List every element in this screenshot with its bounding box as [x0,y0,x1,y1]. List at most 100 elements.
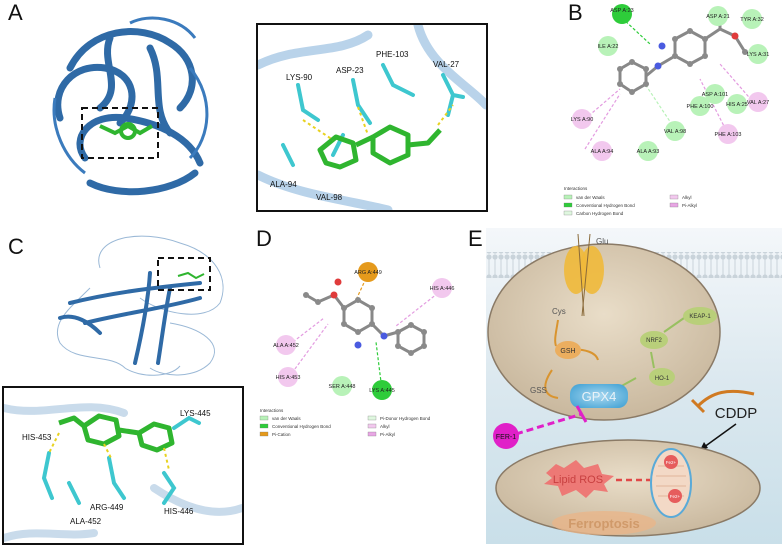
residue-node [432,278,452,298]
keap1-node [683,307,717,325]
cys-label: Cys [552,307,566,316]
residue-label: LYS-445 [180,409,211,418]
residue-node-label: ALA A:93 [637,149,660,155]
nrf2-node [640,331,668,349]
residue-node [748,92,768,112]
residue-node-label: HIS A:25 [726,102,748,108]
nrf2-label: NRF2 [646,338,662,344]
residue-node [727,94,747,114]
fer1-node [493,423,519,449]
legend-title: Interactions [260,408,284,413]
residue-label: ASP-23 [336,66,364,75]
ho1-node [649,368,675,386]
residue-label: HIS-453 [22,433,52,442]
panel-c-letter: C [8,234,24,259]
residue-node-label: LYS A:90 [571,117,594,123]
residue-label: VAL-27 [433,60,460,69]
gpx4-node [570,384,628,408]
panel-a-protein-structure [52,16,209,196]
residue-node [665,121,685,141]
zoom-box [81,107,159,159]
residue-node-label: HIS A:446 [430,286,455,292]
ferroptosis-label: Ferroptosis [568,516,640,531]
panel-e-ferroptosis-pathway-diagram: Glu Cys KEAP-1 GSH NRF2 HO-1 GSS GPX4 FE… [486,228,782,544]
residue-node-label: ASP A:21 [706,14,729,20]
ferroptosis-node [552,511,656,535]
residue-node-label: ILE A:22 [598,44,619,50]
panel-c-protein-structure [56,235,224,376]
panel-d-letter: D [256,226,272,251]
gsh-node [555,341,581,359]
residue-node-label: ARG A:449 [354,270,382,276]
legend-entry: Pi-Alkyl [380,432,395,437]
residue-node-label: TYR A:32 [740,17,764,23]
gss-label: GSS [530,386,547,395]
gsh-label: GSH [560,348,575,355]
zoom-box [157,257,211,291]
residue-node [572,109,592,129]
residue-label: ALA-94 [270,180,297,189]
cddp-label: CDDP [715,405,758,422]
legend-entry: Conventional Hydrogen Bond [272,424,331,429]
residue-node-label: LYS A:445 [369,388,395,394]
panel-d-2d-interaction-diagram: ARG A:449 HIS A:446 ALA A:452 HIS A:453 … [259,262,455,437]
residue-node [708,6,728,26]
residue-node [358,262,378,282]
legend-entry: van der Waals [576,195,605,200]
legend-entry: Carbon Hydrogen Bond [576,211,624,216]
residue-label: PHE-103 [376,50,409,59]
panel-b-letter: B [568,0,583,25]
residue-node [638,141,658,161]
residue-node-label: ALA A:452 [273,343,299,349]
legend-entry: Pi-Donor Hydrogen Bond [380,416,431,421]
residue-label: LYS-90 [286,73,313,82]
residue-node [718,124,738,144]
residue-node [276,335,296,355]
residue-node-label: ASP A:101 [702,92,729,98]
panel-c-inset: LYS-445 HIS-453 ARG-449 HIS-446 ALA-452 [0,386,246,545]
legend-entry: Conventional Hydrogen Bond [576,203,635,208]
residue-node [598,36,618,56]
residue-node [612,4,632,24]
legend-entry: Pi-Alkyl [682,203,697,208]
legend-entry: van der Waals [272,416,301,421]
iron-icon [668,489,682,503]
residue-label: VAL-98 [316,193,343,202]
residue-node-label: LYS A:31 [747,52,770,58]
residue-node [748,44,768,64]
fe-label: Fe2+ [666,460,677,465]
legend-title: Interactions [564,186,588,191]
iron-icon [664,455,678,469]
residue-node-label: PHE A:103 [715,132,742,138]
residue-node-label: PHE A:100 [687,104,714,110]
ho1-label: HO-1 [655,376,670,382]
residue-node-label: HIS A:453 [276,375,301,381]
residue-node [690,96,710,116]
residue-node [278,367,298,387]
ferroptotic-cell [495,439,761,537]
gpx4-label: GPX4 [582,389,617,404]
residue-node [742,9,762,29]
residue-node-label: VAL A:27 [747,100,769,106]
panel-a-inset: LYS-90 ASP-23 PHE-103 VAL-27 ALA-94 VAL-… [253,20,491,215]
fer1-label: FER-1 [496,434,516,441]
residue-node-label: ALA A:94 [591,149,614,155]
lipid-ros-label: Lipid ROS [553,474,603,486]
residue-node [592,141,612,161]
residue-node-label: SER A:448 [329,384,356,390]
lipid-ros-burst [544,460,614,498]
panel-b-2d-interaction-diagram: ASP A:23 ASP A:21 TYR A:32 ILE A:22 LYS … [563,4,770,216]
keap1-label: KEAP-1 [689,314,711,320]
legend-entry: Pi-Cation [272,432,291,437]
transporter-icon [564,233,604,317]
panel-e-letter: E [468,226,483,251]
residue-node [332,376,352,396]
panel-a-letter: A [8,0,23,25]
residue-node-label: ASP A:23 [610,8,633,14]
residue-label: ARG-449 [90,503,124,512]
residue-label: ALA-452 [70,517,102,526]
fe-label: Fe2+ [670,494,681,499]
residue-node [372,380,392,400]
residue-node [705,84,725,104]
glu-label: Glu [596,237,608,246]
